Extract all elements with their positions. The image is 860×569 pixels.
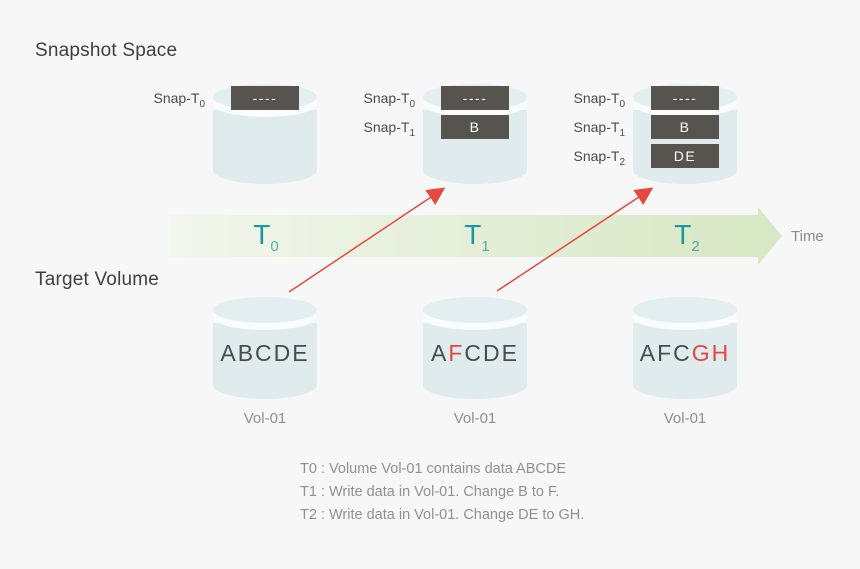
snapshot-cylinder-icon	[633, 84, 737, 184]
volume-data: AFCGH	[639, 340, 731, 366]
note-t1: T1 : Write data in Vol-01. Change B to F…	[300, 484, 560, 500]
note-t2: T2 : Write data in Vol-01. Change DE to …	[300, 507, 585, 523]
volume-t2: AFCGH Vol-01	[633, 297, 737, 427]
volume-t1: AFCDE Vol-01	[423, 297, 527, 427]
snapshot-block: ----	[441, 86, 509, 110]
volume-cylinder-icon	[633, 297, 737, 399]
volume-name: Vol-01	[663, 410, 707, 427]
timeline-t2-label: T2	[674, 219, 700, 255]
snapshot-block: ----	[651, 86, 719, 110]
snap-t0-label: Snap-T0	[573, 90, 625, 110]
volume-name: Vol-01	[453, 410, 497, 427]
volume-t0: ABCDE Vol-01	[213, 297, 317, 427]
time-axis-label: Time	[791, 228, 824, 245]
snapshot-group-t0: Snap-T0 ----	[100, 84, 317, 184]
snap-t1-label: Snap-T1	[363, 119, 415, 139]
volume-data: AFCDE	[431, 340, 519, 366]
volume-cylinder-icon	[213, 297, 317, 399]
snap-t0-label: Snap-T0	[363, 90, 415, 110]
snap-t1-label: Snap-T1	[573, 119, 625, 139]
volume-cylinder-icon	[423, 297, 527, 399]
timeline-t1-label: T1	[464, 219, 490, 255]
snapshot-block: B	[651, 115, 719, 139]
timeline-t0-label: T0	[253, 219, 279, 255]
volume-data: ABCDE	[220, 340, 310, 366]
timeline-band: T0 T1 T2	[170, 215, 758, 257]
snapshot-group-t1: Snap-T0 ---- Snap-T1 B	[310, 84, 527, 184]
snap-t0-label: Snap-T0	[153, 90, 205, 110]
snapshot-group-t2: Snap-T0 ---- Snap-T1 B Snap-T2 DE	[520, 84, 737, 184]
snapshot-block: ----	[231, 86, 299, 110]
note-t0: T0 : Volume Vol-01 contains data ABCDE	[300, 461, 566, 477]
volume-name: Vol-01	[243, 410, 287, 427]
snap-t2-label: Snap-T2	[573, 148, 625, 168]
target-volume-title: Target Volume	[35, 269, 160, 290]
snapshot-space-title: Snapshot Space	[35, 40, 178, 61]
snapshot-block: B	[441, 115, 509, 139]
timeline-arrowhead-icon	[758, 207, 782, 265]
legend-notes: T0 : Volume Vol-01 contains data ABCDE T…	[300, 458, 584, 527]
snapshot-block: DE	[651, 144, 719, 168]
